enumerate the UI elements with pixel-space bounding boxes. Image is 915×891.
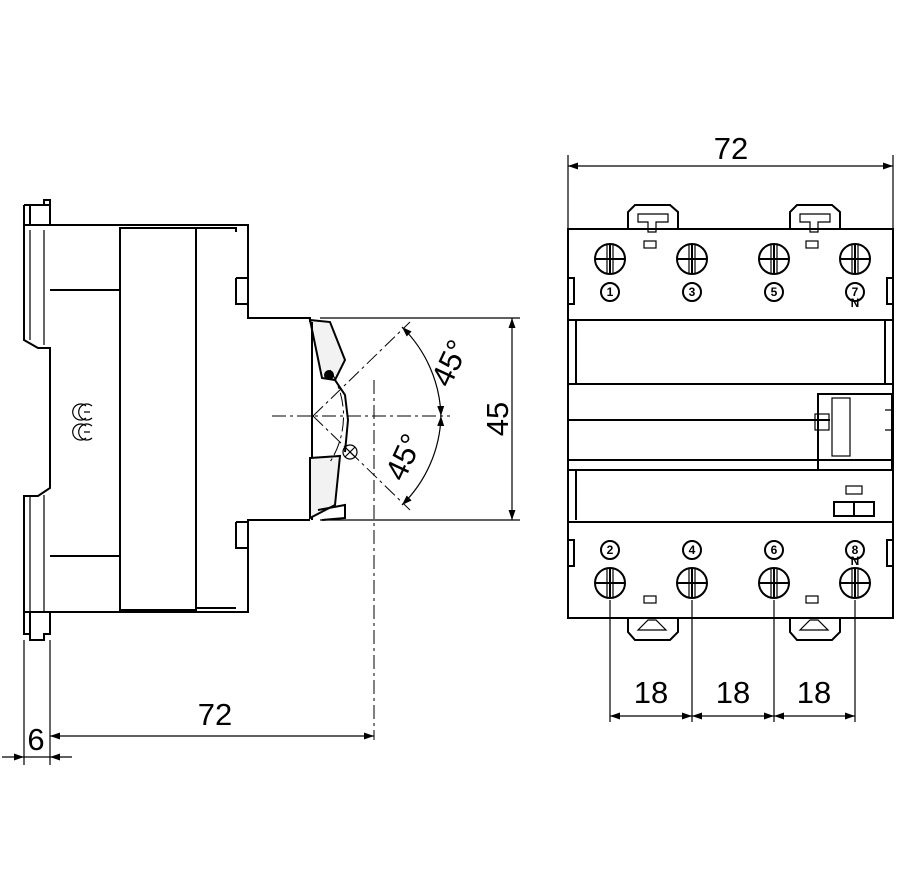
top-clip-right xyxy=(789,204,841,229)
terminal-label-top-3: 5 xyxy=(764,282,784,302)
angle-upper-label: 45° xyxy=(424,334,476,391)
terminal-screw-top-2 xyxy=(676,243,708,275)
terminal-label-bottom-4-text: 8 xyxy=(852,543,859,557)
terminal-label-top-2: 3 xyxy=(682,282,702,302)
front-width-label: 72 xyxy=(714,131,748,166)
terminal-label-top-1-text: 1 xyxy=(607,285,614,299)
body-side-face xyxy=(119,227,197,611)
height-label: 45 xyxy=(480,402,515,436)
rail-clip-top xyxy=(23,199,51,226)
pitch-label-1: 18 xyxy=(634,675,668,710)
bottom-clip-right xyxy=(789,618,841,641)
rail-offset-label: 6 xyxy=(27,722,44,757)
terminal-label-bottom-3: 6 xyxy=(764,540,784,560)
body-back-plate xyxy=(23,225,51,612)
pitch-label-2: 18 xyxy=(716,675,750,710)
pitch-label-3: 18 xyxy=(797,675,831,710)
terminal-label-top-2-text: 3 xyxy=(689,285,696,299)
terminal-screw-bottom-3 xyxy=(758,567,790,599)
terminal-screw-top-1 xyxy=(594,243,626,275)
toggle-lever xyxy=(308,318,347,382)
rail-clip-bottom xyxy=(23,611,51,641)
top-clip-left xyxy=(627,204,679,229)
terminal-label-bottom-2: 4 xyxy=(682,540,702,560)
side-width-label: 72 xyxy=(198,697,232,732)
terminal-screw-top-3 xyxy=(758,243,790,275)
neutral-mark-1: N xyxy=(851,296,860,310)
terminal-label-bottom-2-text: 4 xyxy=(689,543,696,557)
terminal-label-top-3-text: 5 xyxy=(771,285,778,299)
terminal-screw-bottom-4 xyxy=(839,567,871,599)
ce-mark xyxy=(72,403,93,441)
terminal-label-top-4-text: 7 xyxy=(852,285,859,299)
test-block xyxy=(817,393,893,471)
terminal-label-bottom-4: 8 xyxy=(845,540,865,560)
body-outline xyxy=(24,224,311,613)
terminal-label-bottom-1: 2 xyxy=(600,540,620,560)
angle-lower-label: 45° xyxy=(378,428,430,485)
test-screw xyxy=(342,444,358,460)
neutral-mark-2: N xyxy=(851,554,860,568)
bottom-clip-left xyxy=(627,618,679,641)
terminal-screw-bottom-1 xyxy=(594,567,626,599)
terminal-label-top-1: 1 xyxy=(600,282,620,302)
terminal-label-top-4: 7 xyxy=(845,282,865,302)
trip-indicator xyxy=(845,485,863,495)
toggle-lever-lower xyxy=(309,454,342,520)
terminal-screw-top-4 xyxy=(839,243,871,275)
side-view: 72 6 45 45° 45° xyxy=(2,199,520,765)
terminal-label-bottom-1-text: 2 xyxy=(607,543,614,557)
terminal-screw-bottom-2 xyxy=(676,567,708,599)
terminal-label-bottom-3-text: 6 xyxy=(771,543,778,557)
